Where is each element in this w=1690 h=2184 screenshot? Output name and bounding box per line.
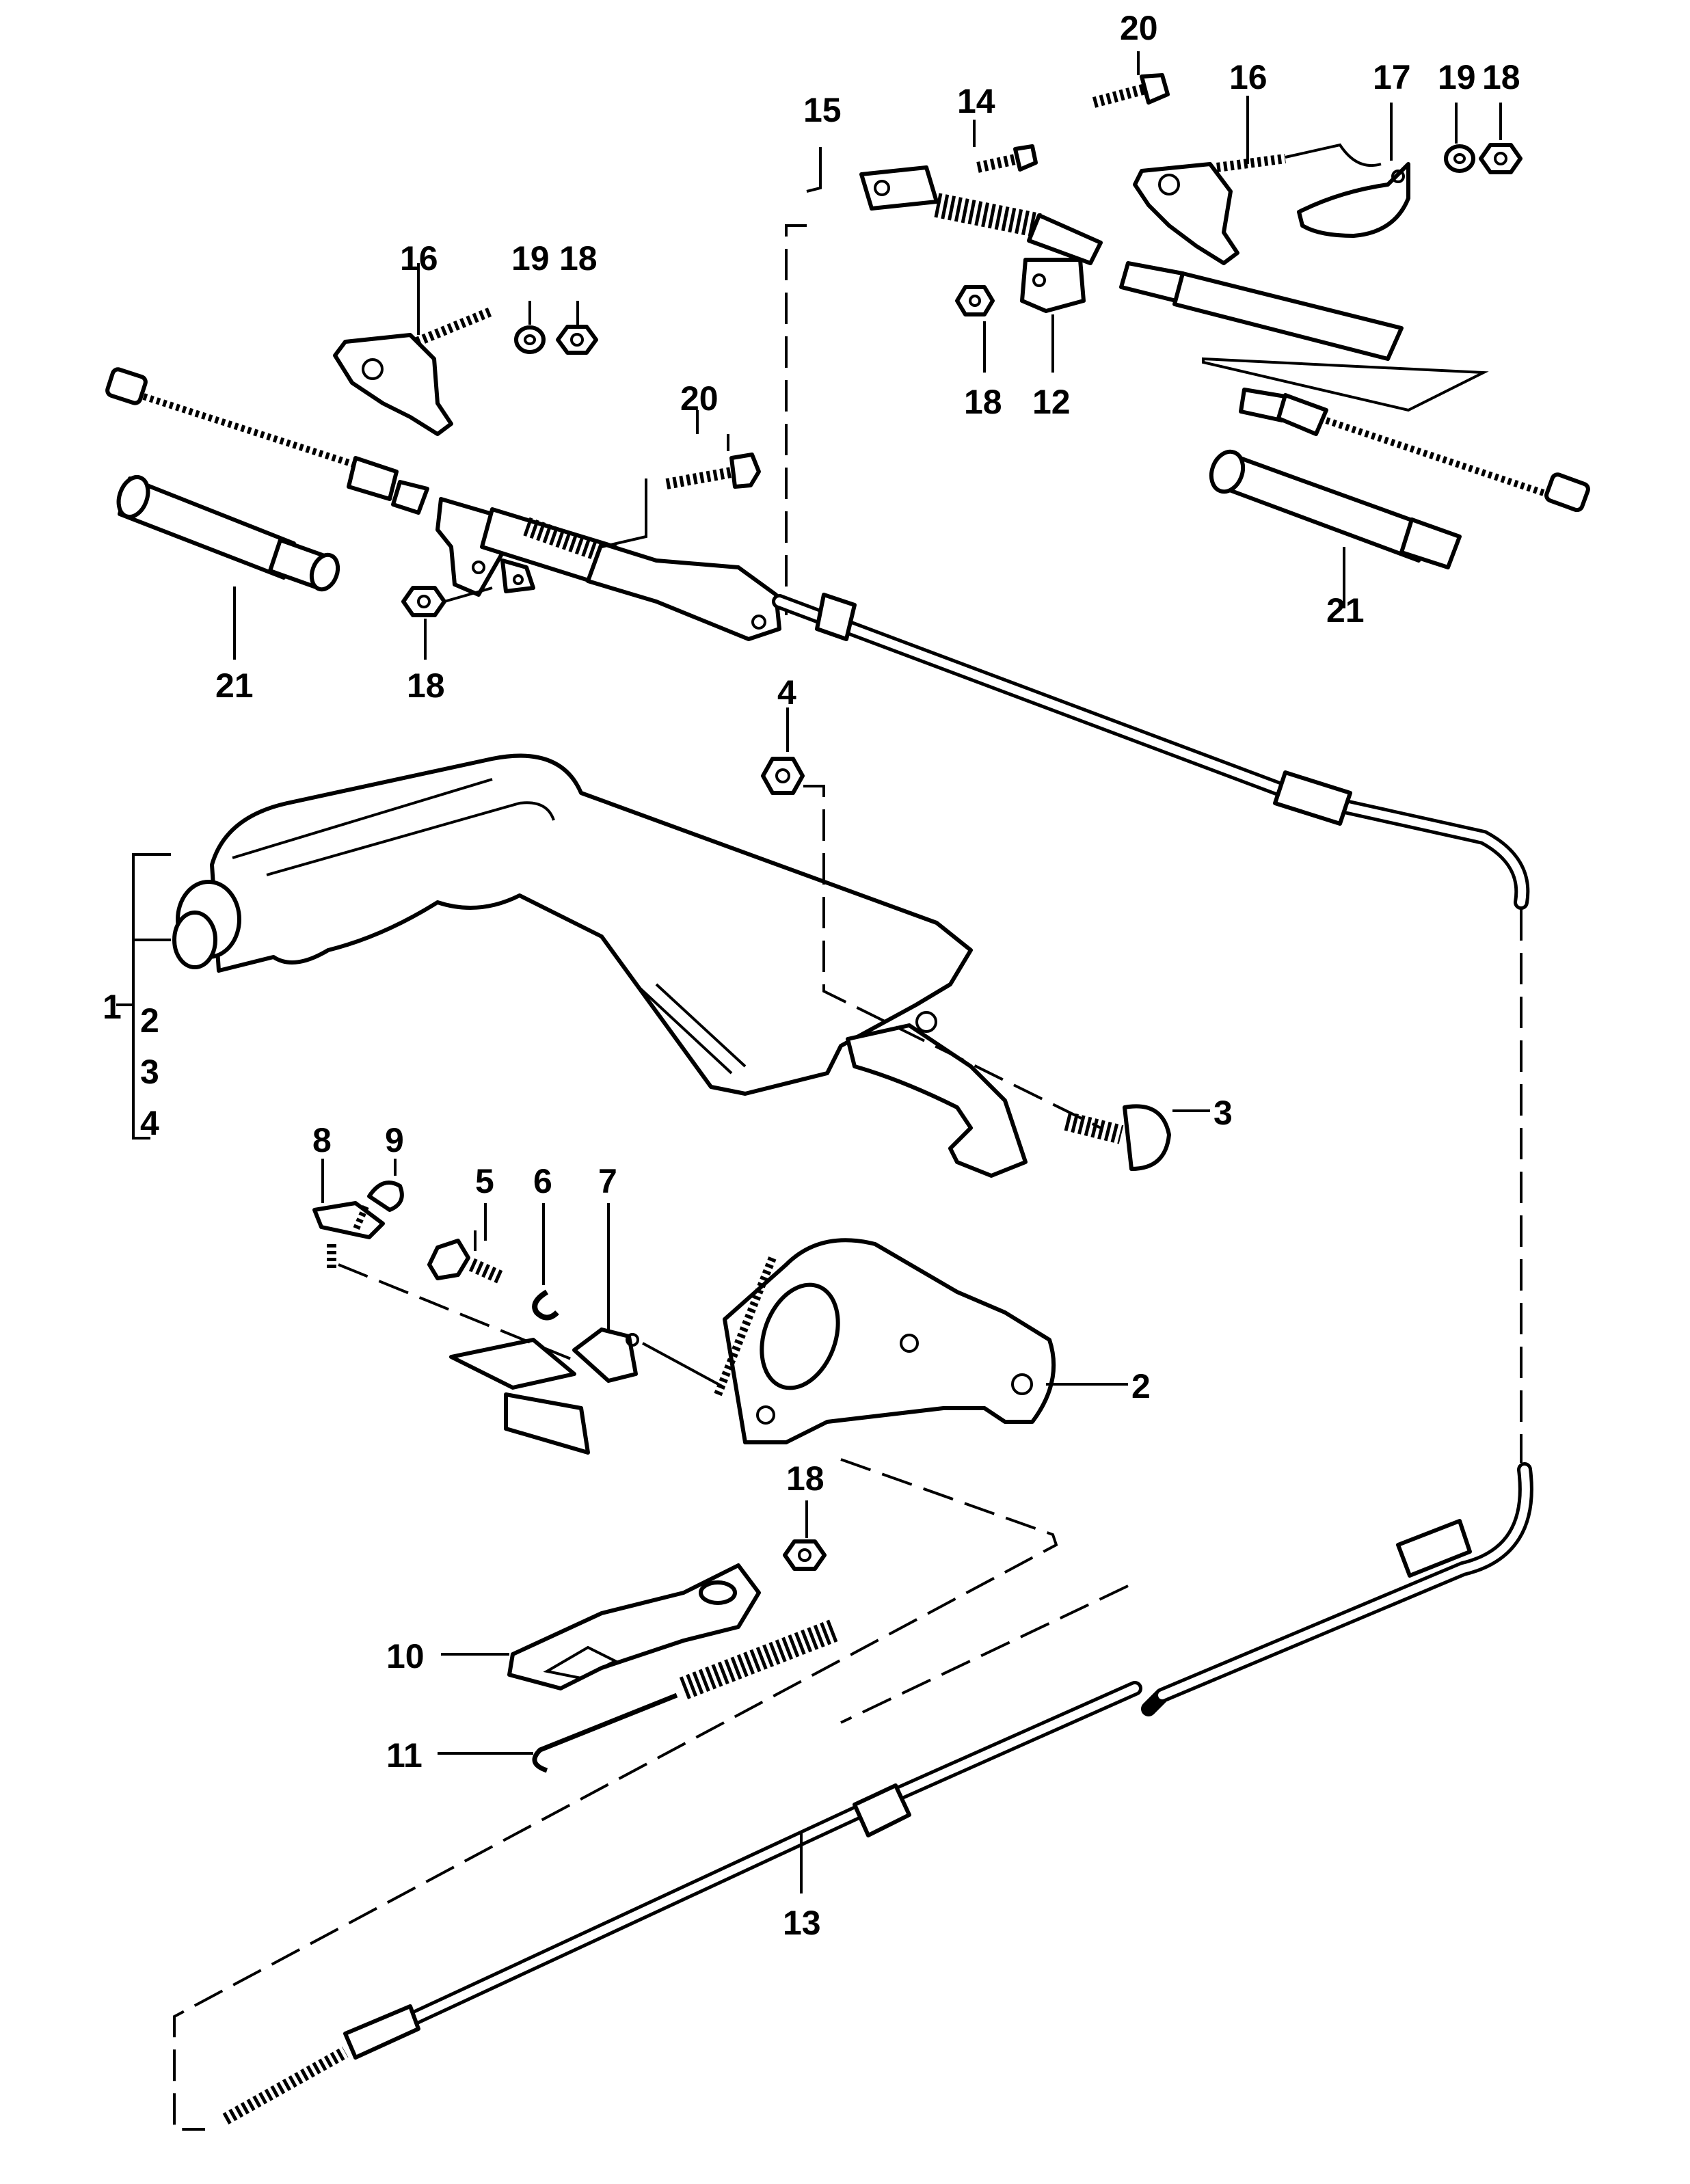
callout-21-right: 21 [1326, 591, 1365, 630]
callout-20-left: 20 [680, 379, 719, 418]
ratchet-segment-2 [714, 1238, 1056, 1444]
left-nut-18-top [556, 325, 598, 355]
spring-11 [532, 1619, 839, 1773]
callout-18-lower: 18 [786, 1459, 824, 1498]
callout-19-left: 19 [511, 239, 550, 278]
callout-18-right: 18 [964, 383, 1002, 421]
callout-9: 9 [385, 1121, 404, 1159]
left-nut-18-low [401, 586, 493, 617]
left-adjuster-assembly [480, 507, 781, 641]
callout-7: 7 [598, 1162, 617, 1200]
right-bracket-16 [1133, 154, 1286, 265]
callout-18-top-right: 18 [1482, 58, 1520, 96]
right-bolt-14 [976, 144, 1038, 173]
callout-15: 15 [803, 91, 842, 129]
callout-5: 5 [475, 1162, 494, 1200]
callout-19-right: 19 [1438, 58, 1476, 96]
right-guide-17 [1285, 143, 1410, 238]
callout-6: 6 [533, 1162, 552, 1200]
bolt-5 [427, 1239, 506, 1285]
pawl-rod [846, 1023, 1028, 1178]
callout-2: 2 [1131, 1367, 1151, 1405]
left-guide-tube [116, 474, 340, 592]
callout-12: 12 [1032, 383, 1071, 421]
plate-10 [507, 1563, 761, 1690]
callout-10: 10 [386, 1637, 425, 1675]
callout-16-right: 16 [1229, 58, 1268, 96]
right-adjuster-12 [859, 165, 1103, 313]
screw-9 [352, 1181, 404, 1232]
callout-2-bracket: 2 [140, 1001, 159, 1040]
callout-4-bracket: 4 [140, 1104, 159, 1142]
callout-14: 14 [957, 82, 995, 120]
callout-13: 13 [783, 1904, 821, 1942]
callout-11: 11 [386, 1736, 422, 1775]
right-cable [1119, 261, 1590, 513]
screw-8 [312, 1201, 385, 1271]
bracket-7 [449, 1327, 639, 1455]
callout-3-bracket: 3 [140, 1053, 159, 1091]
callout-8: 8 [312, 1121, 332, 1159]
left-brake-cable [105, 367, 429, 515]
brake-cable-13 [222, 593, 1533, 2125]
right-washer-19 [1444, 144, 1475, 173]
callout-18-top-left: 18 [559, 239, 598, 278]
right-guide-tube [1209, 449, 1462, 569]
callout-16-left: 16 [400, 239, 438, 278]
nut-18-lower [783, 1539, 827, 1571]
callout-4: 4 [777, 673, 796, 712]
hand-brake-lever-1 [172, 753, 973, 1096]
left-washer-19 [514, 325, 546, 354]
lever-pin-3 [1064, 1104, 1171, 1171]
right-nut-18-low [955, 285, 995, 316]
left-bolt-20 [665, 453, 761, 489]
callout-21-left: 21 [215, 666, 254, 705]
callout-20-right: 20 [1120, 9, 1158, 47]
nut-4 [761, 757, 805, 795]
circlip-6 [532, 1289, 559, 1321]
callout-18-left: 18 [407, 666, 445, 705]
right-bolt-20 [1092, 73, 1170, 108]
left-bracket-16 [333, 306, 494, 436]
callout-1: 1 [103, 988, 122, 1026]
callout-3: 3 [1213, 1094, 1233, 1132]
right-nut-18-top [1479, 143, 1523, 174]
callout-17: 17 [1373, 58, 1411, 96]
